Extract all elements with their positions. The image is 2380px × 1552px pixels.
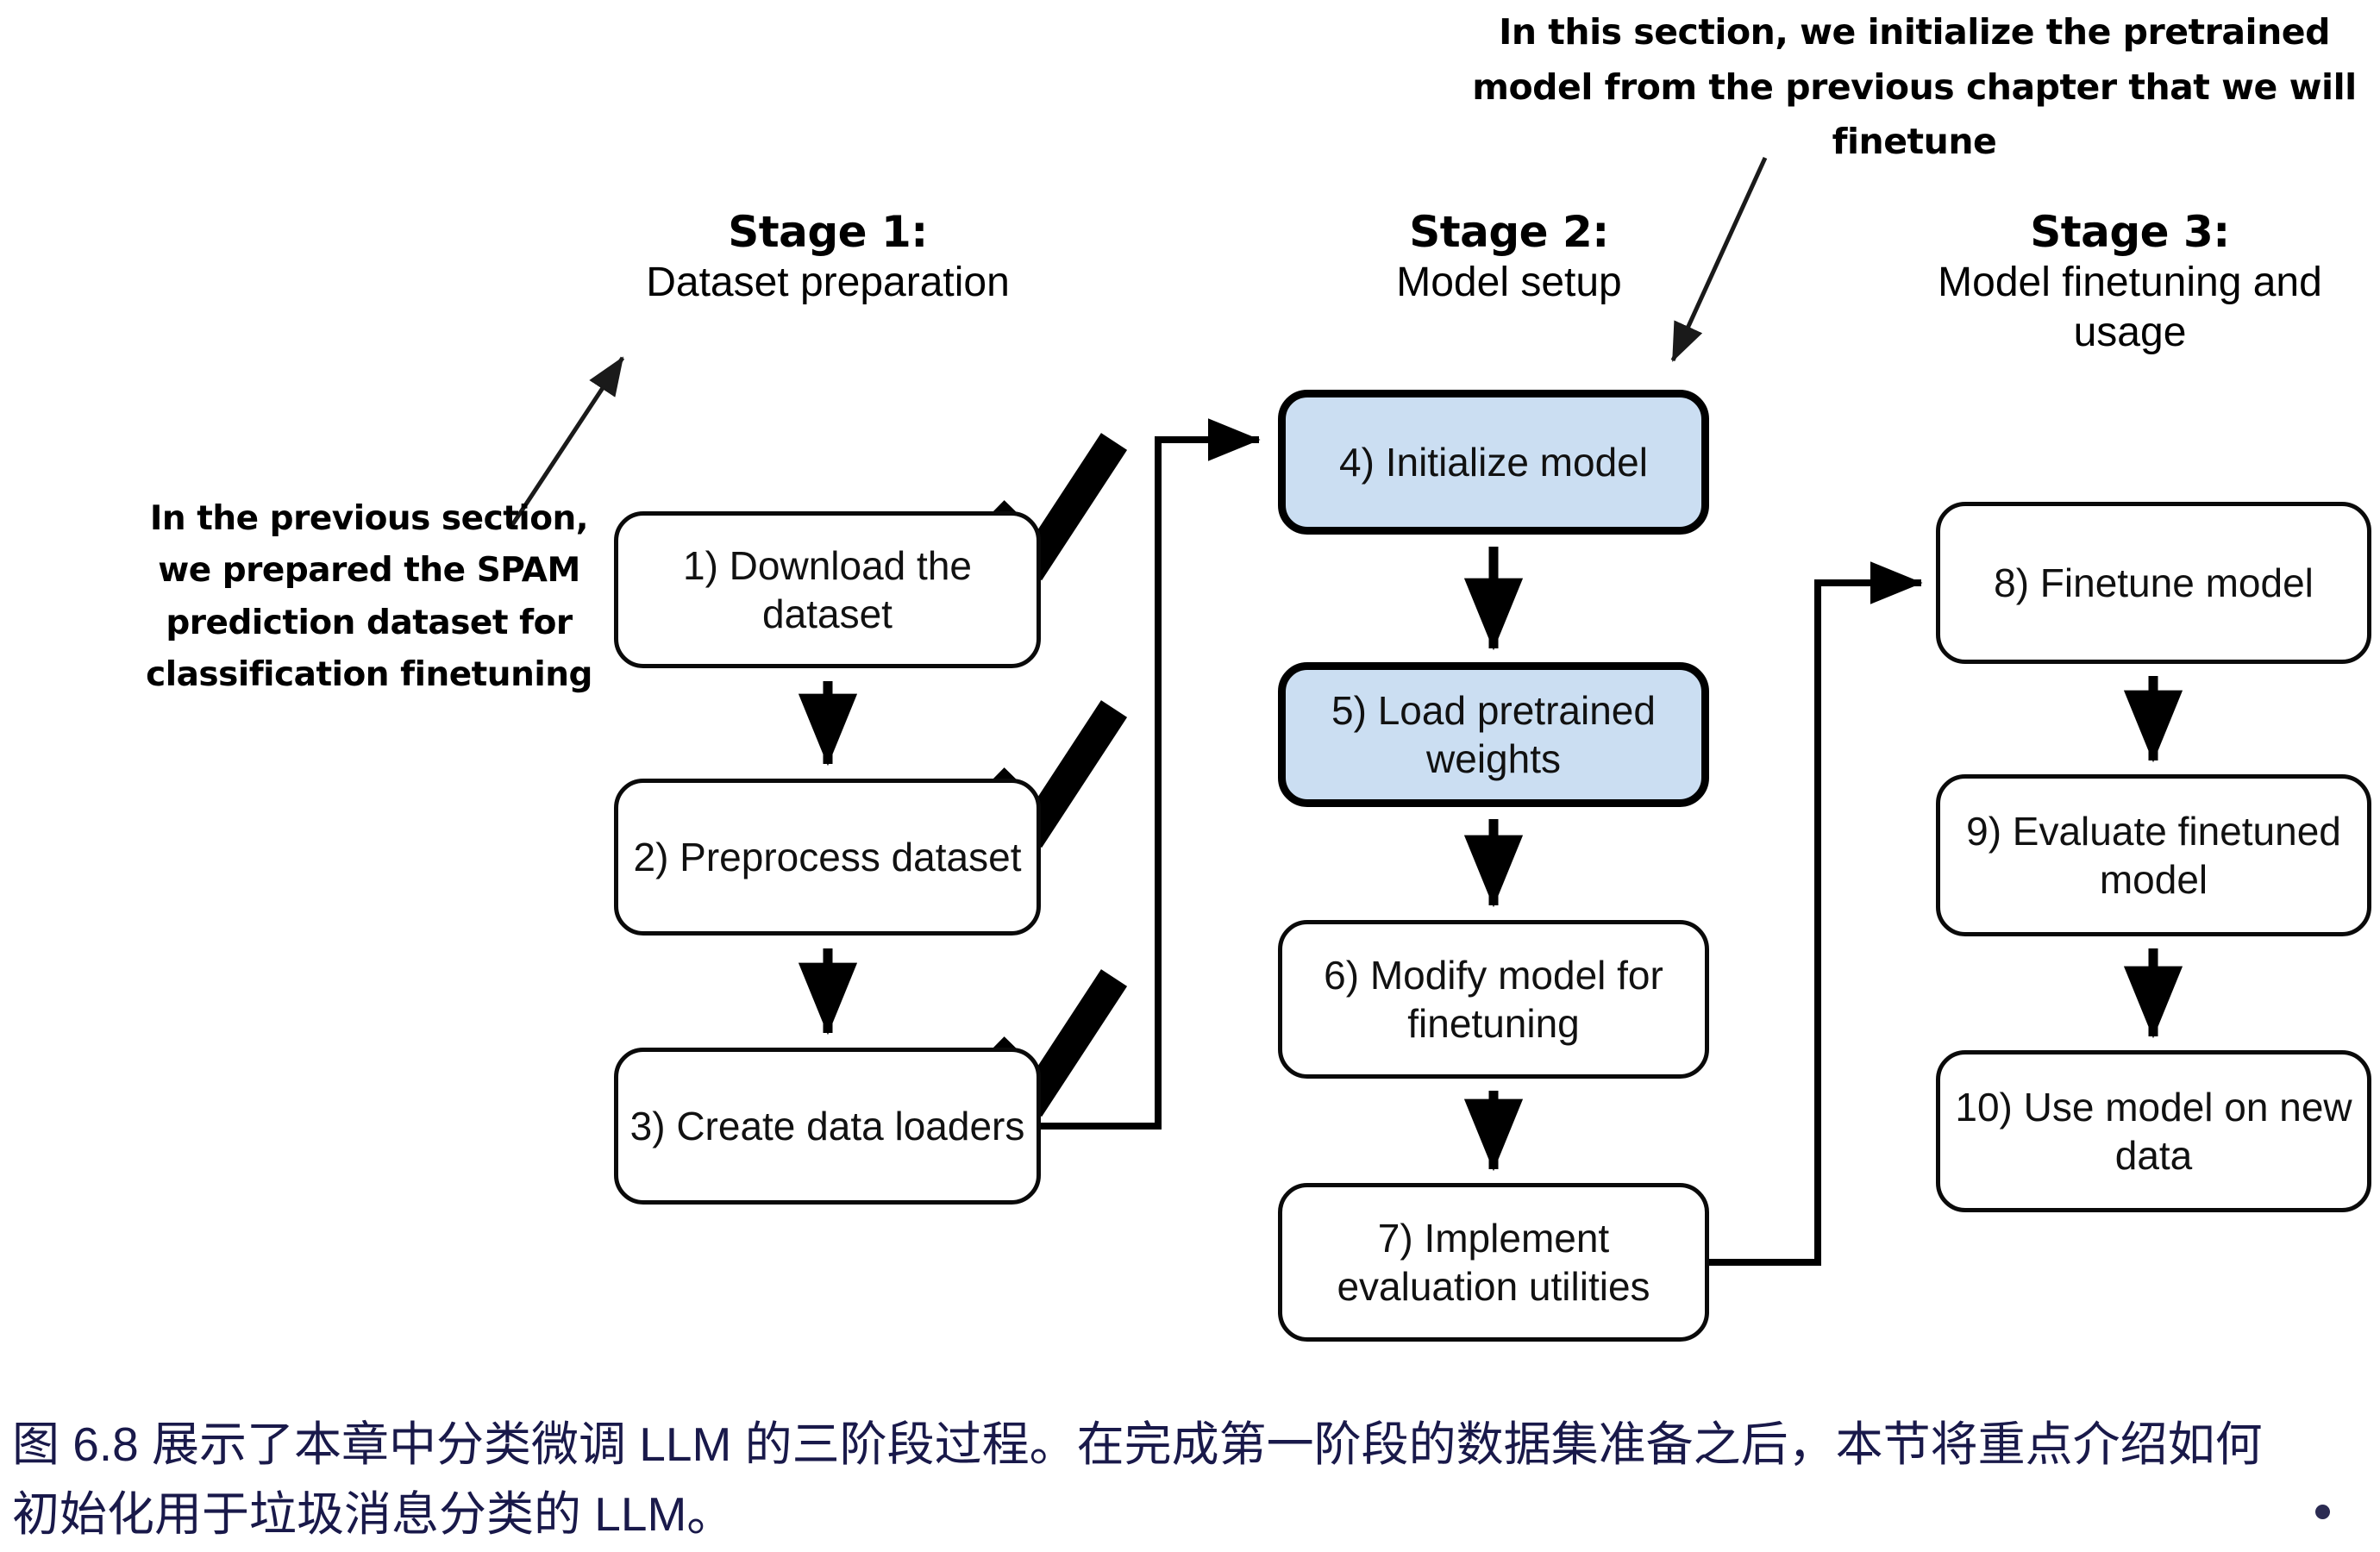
annotation-note-left: In the previous section, we prepared the… [146, 499, 592, 695]
stage-3-title: Stage 3: [2030, 207, 2230, 257]
flow-node-implement-evaluation-utilities[interactable]: 7) Implement evaluation utilities [1278, 1183, 1709, 1342]
flow-node-modify-model-for-finetuning[interactable]: 6) Modify model for finetuning [1278, 920, 1709, 1079]
stage-3-header: Stage 3: Model finetuning and usage [1888, 207, 2371, 357]
figure-caption: 图 6.8 展示了本章中分类微调 LLM 的三阶段过程。在完成第一阶段的数据集准… [12, 1410, 2358, 1550]
flow-node-finetune-model[interactable]: 8) Finetune model [1936, 502, 2371, 664]
stage-2-header: Stage 2: Model setup [1276, 207, 1742, 308]
flow-node-download-dataset[interactable]: 1) Download the dataset [614, 511, 1041, 668]
end-marker-dot [2315, 1505, 2330, 1519]
flow-node-preprocess-dataset[interactable]: 2) Preprocess dataset [614, 779, 1041, 936]
flow-node-use-model-on-new-data[interactable]: 10) Use model on new data [1936, 1050, 2371, 1212]
stage-3-subtitle: Model finetuning and usage [1938, 260, 2322, 355]
flow-node-create-data-loaders[interactable]: 3) Create data loaders [614, 1048, 1041, 1205]
stage-1-subtitle: Dataset preparation [646, 260, 1010, 305]
stage-1-header: Stage 1: Dataset preparation [569, 207, 1087, 308]
flow-node-evaluate-finetuned-model[interactable]: 9) Evaluate finetuned model [1936, 774, 2371, 936]
stage-2-title: Stage 2: [1409, 207, 1609, 257]
flow-node-load-pretrained-weights[interactable]: 5) Load pretrained weights [1278, 662, 1709, 807]
caption-line-1: 图 6.8 展示了本章中分类微调 LLM 的三阶段过程。在完成第一阶段的数据集准… [12, 1417, 2263, 1471]
connector-stage1-stage2 [1041, 418, 1261, 1130]
annotation-note-top: In this section, we initialize the pretr… [1472, 11, 2357, 163]
stage-1-title: Stage 1: [728, 207, 928, 257]
caption-line-2: 初始化用于垃圾消息分类的 LLM。 [12, 1487, 735, 1542]
connector-stage2-stage3 [1709, 561, 1923, 1266]
stage-2-subtitle: Model setup [1396, 260, 1622, 305]
flow-node-initialize-model[interactable]: 4) Initialize model [1278, 390, 1709, 535]
